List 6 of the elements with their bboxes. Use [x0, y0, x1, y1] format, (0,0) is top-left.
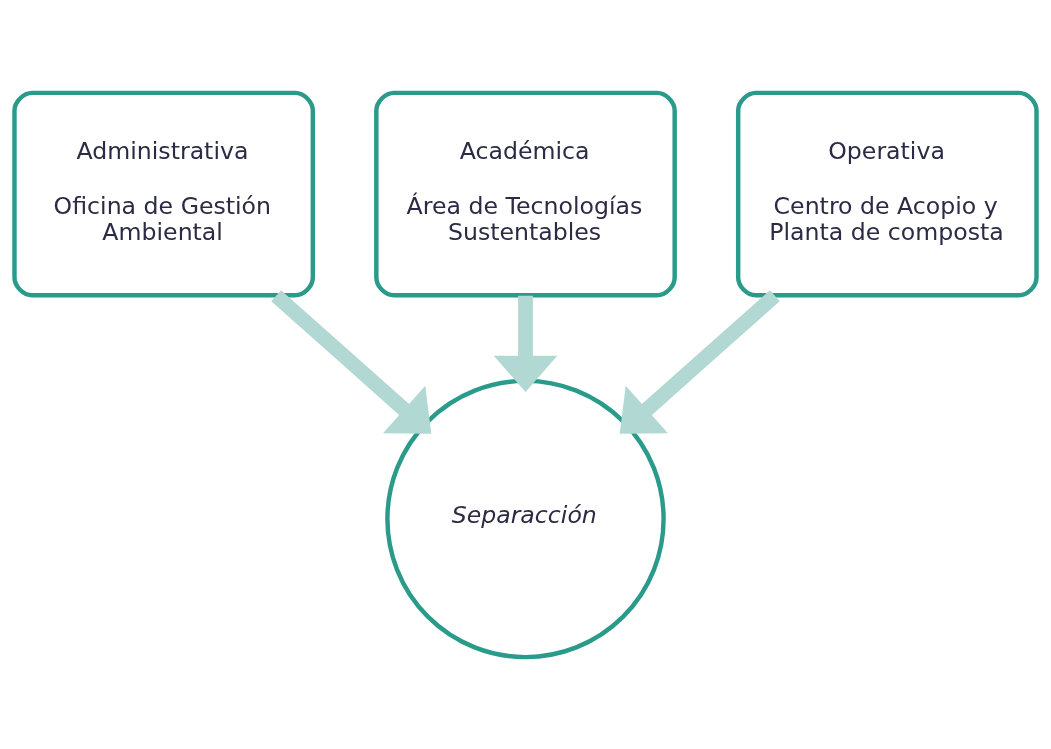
node-box: Académica Área de Tecnologías Sustentables: [374, 90, 677, 297]
node-box: Administrativa Oficina de Gestión Ambiental: [12, 90, 316, 297]
arrow: [619, 289, 780, 434]
arrow: [271, 289, 432, 434]
node-box: Operativa Centro de Acopio y Planta de composta: [735, 90, 1039, 297]
arrow: [493, 295, 558, 392]
